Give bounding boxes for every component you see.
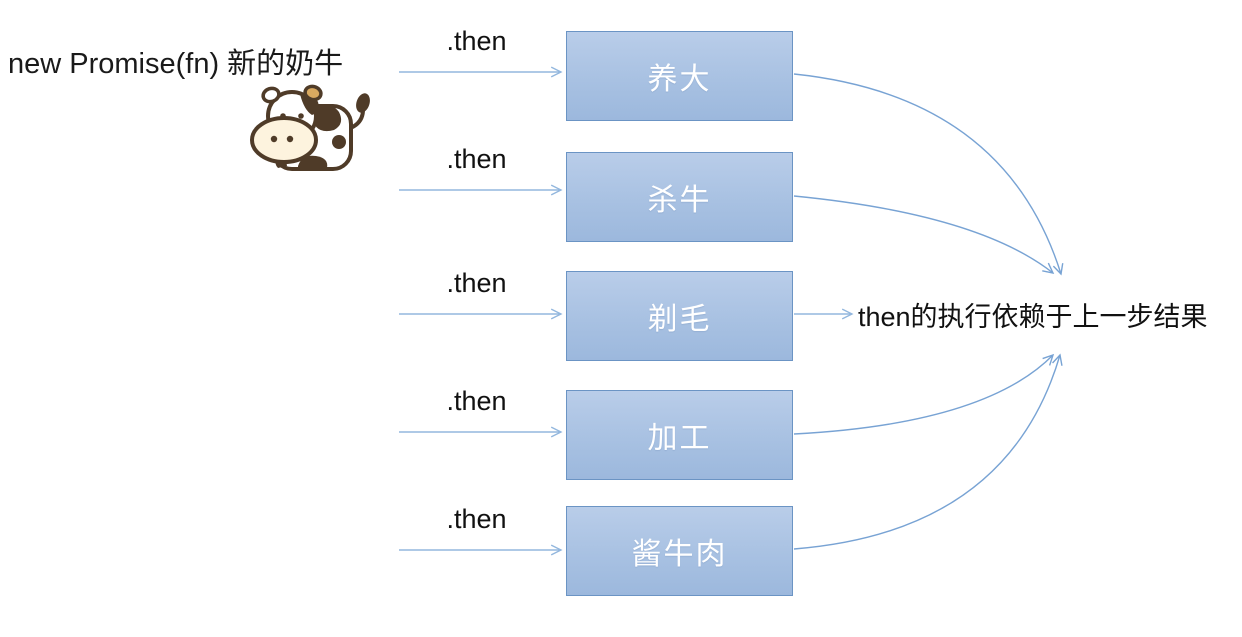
result-curve-step4 bbox=[793, 353, 1055, 435]
then-label-5: .then bbox=[446, 504, 507, 534]
annotation-text: then的执行依赖于上一步结果 bbox=[858, 302, 1208, 332]
step-box-shave: 剃毛 bbox=[566, 271, 793, 361]
step-box-process: 加工 bbox=[566, 390, 793, 480]
then-label-3: .then bbox=[446, 268, 507, 298]
result-curve-step5 bbox=[793, 353, 1063, 550]
step-box-raise: 养大 bbox=[566, 31, 793, 121]
diagram-title: new Promise(fn) 新的奶牛 bbox=[8, 48, 344, 80]
then-label-1: .then bbox=[446, 26, 507, 56]
step-box-slaughter: 杀牛 bbox=[566, 152, 793, 242]
then-label-4: .then bbox=[446, 386, 507, 416]
result-curve-step1 bbox=[793, 73, 1064, 276]
then-label-2: .then bbox=[446, 144, 507, 174]
step-box-braised-beef: 酱牛肉 bbox=[566, 506, 793, 596]
cow-icon bbox=[250, 84, 370, 171]
result-curve-step2 bbox=[793, 195, 1055, 274]
